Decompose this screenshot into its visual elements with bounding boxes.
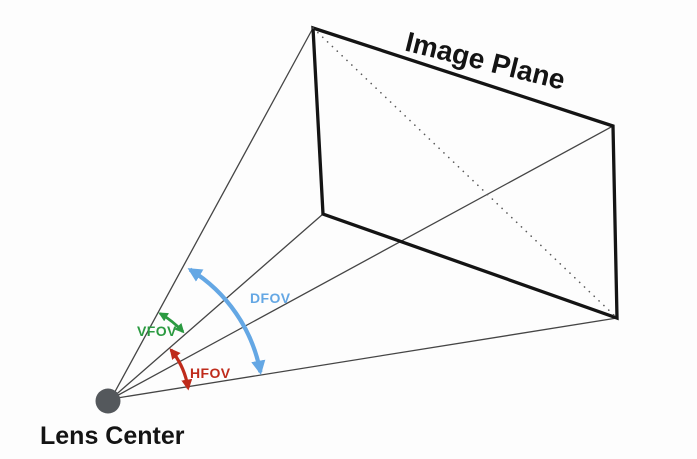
lens-ray-top-left: [110, 27, 314, 400]
vfov-label: VFOV: [137, 323, 177, 339]
image-plane-outline: [311, 25, 619, 321]
dfov-arc: [187, 267, 266, 375]
vfov-arc: [158, 312, 185, 334]
hfov-arc: [169, 348, 193, 391]
lens-center-label: Lens Center: [40, 422, 185, 450]
lens-center-dot: [95, 388, 121, 414]
lens-ray-bottom-right: [110, 317, 618, 400]
hfov-label: HFOV: [190, 365, 231, 381]
dfov-label: DFOV: [250, 290, 291, 306]
